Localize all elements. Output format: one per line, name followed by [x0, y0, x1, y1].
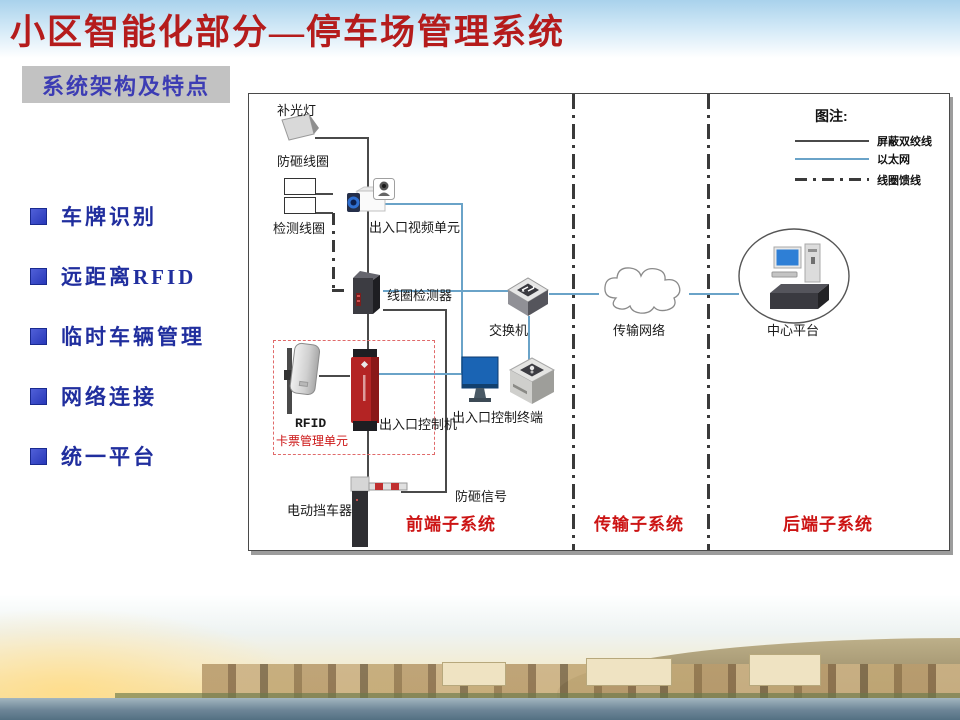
- legend-line-coil-feeder: [795, 178, 869, 181]
- line-signal-vertical: [445, 309, 447, 493]
- video-unit-label: 出入口视频单元: [369, 220, 461, 235]
- card-ticket-unit-box: [273, 340, 435, 455]
- coil-icon: [284, 197, 316, 214]
- bullet-square-icon: [30, 207, 47, 225]
- rfid-antenna-icon: [284, 342, 321, 414]
- switch-icon: [507, 277, 549, 316]
- building-highlight: [748, 654, 821, 686]
- terminal-monitor-icon: [461, 356, 499, 402]
- feature-label: 临时车辆管理: [61, 325, 205, 349]
- architecture-diagram: 补光灯 防砸线圈 检测线圈 出入口视频单元: [248, 93, 950, 551]
- subsystem-label-frontend: 前端子系统: [406, 515, 496, 534]
- feature-label: 网络连接: [61, 385, 157, 409]
- coil-detector-label: 线圈检测器: [387, 288, 453, 303]
- footer-photo: [0, 595, 960, 720]
- shoreline: [115, 693, 960, 702]
- line-signal-bottom: [401, 491, 447, 493]
- center-platform-label: 中心平台: [767, 323, 820, 338]
- legend-title: 图注:: [815, 108, 848, 124]
- page-title: 小区智能化部分—停车场管理系统: [10, 13, 566, 52]
- rfid-label: RFID: [295, 416, 327, 431]
- fill-light-icon: [281, 113, 319, 141]
- line-eth-camera: [381, 203, 462, 205]
- feature-label: 车牌识别: [61, 205, 157, 229]
- coil-detector-icon: [353, 271, 380, 314]
- list-item: 车牌识别: [30, 202, 250, 230]
- line-lamp-to-trunk: [315, 137, 368, 139]
- bullet-square-icon: [30, 267, 47, 285]
- legend-line-ethernet: [795, 158, 869, 160]
- line-coil-feeder-horizontal: [332, 289, 350, 292]
- card-ticket-unit-label: 卡票管理单元: [276, 434, 349, 448]
- barrier-gate-label: 电动挡车器: [287, 503, 353, 518]
- control-terminal-label: 出入口控制终端: [452, 410, 544, 425]
- zone-divider: [707, 94, 710, 550]
- feature-label: 远距离RFID: [61, 265, 197, 289]
- water: [0, 698, 960, 720]
- entry-controller-label: 出入口控制机: [379, 417, 458, 432]
- slide-header: 小区智能化部分—停车场管理系统: [0, 0, 960, 58]
- bullet-square-icon: [30, 387, 47, 405]
- subsystem-label-transmission: 传输子系统: [594, 515, 684, 534]
- legend-label: 以太网: [877, 154, 910, 166]
- webcam-icon: [373, 178, 395, 200]
- section-tag: 系统架构及特点: [22, 66, 230, 103]
- zone-divider: [572, 94, 575, 550]
- list-item: 网络连接: [30, 382, 250, 410]
- line-eth-to-controller: [379, 373, 462, 375]
- list-item: 临时车辆管理: [30, 322, 250, 350]
- barrier-gate-icon: [350, 476, 408, 547]
- legend-label: 屏蔽双绞线: [877, 136, 932, 148]
- list-item: 统一平台: [30, 442, 250, 470]
- legend-label: 线圈馈线: [877, 175, 921, 187]
- line-rfid-to-controller: [319, 375, 350, 377]
- network-cloud-icon: [604, 267, 681, 314]
- coil-icon: [284, 178, 316, 195]
- feature-label: 统一平台: [61, 445, 157, 469]
- line-eth-camera-down: [461, 203, 463, 374]
- line-eth-switch-cloud: [549, 293, 599, 295]
- feature-list: 车牌识别 远距离RFID 临时车辆管理 网络连接 统一平台: [30, 202, 250, 502]
- bullet-square-icon: [30, 447, 47, 465]
- network-cloud-label: 传输网络: [613, 323, 666, 338]
- entry-controller-icon: [351, 349, 379, 431]
- anti-smash-signal-label: 防砸信号: [455, 489, 508, 504]
- switch-label: 交换机: [489, 323, 529, 338]
- line-signal-top: [383, 309, 447, 311]
- anti-smash-coil-label: 防砸线圈: [277, 154, 330, 169]
- center-platform-icon: [738, 228, 850, 324]
- detection-coil-label: 检测线圈: [273, 221, 326, 236]
- line-eth-detector-switch: [383, 290, 508, 292]
- list-item: 远距离RFID: [30, 262, 250, 290]
- line-coil-feeder-vertical: [332, 213, 335, 291]
- line-eth-switch-terminal: [528, 316, 530, 361]
- terminal-controller-icon: [508, 357, 556, 404]
- fill-light-label: 补光灯: [277, 103, 317, 118]
- bullet-square-icon: [30, 327, 47, 345]
- building-highlight: [441, 662, 506, 686]
- building-highlight: [585, 658, 672, 686]
- subsystem-label-backend: 后端子系统: [783, 515, 873, 534]
- line-eth-cloud-platform: [689, 293, 739, 295]
- legend-line-twisted-pair: [795, 140, 869, 142]
